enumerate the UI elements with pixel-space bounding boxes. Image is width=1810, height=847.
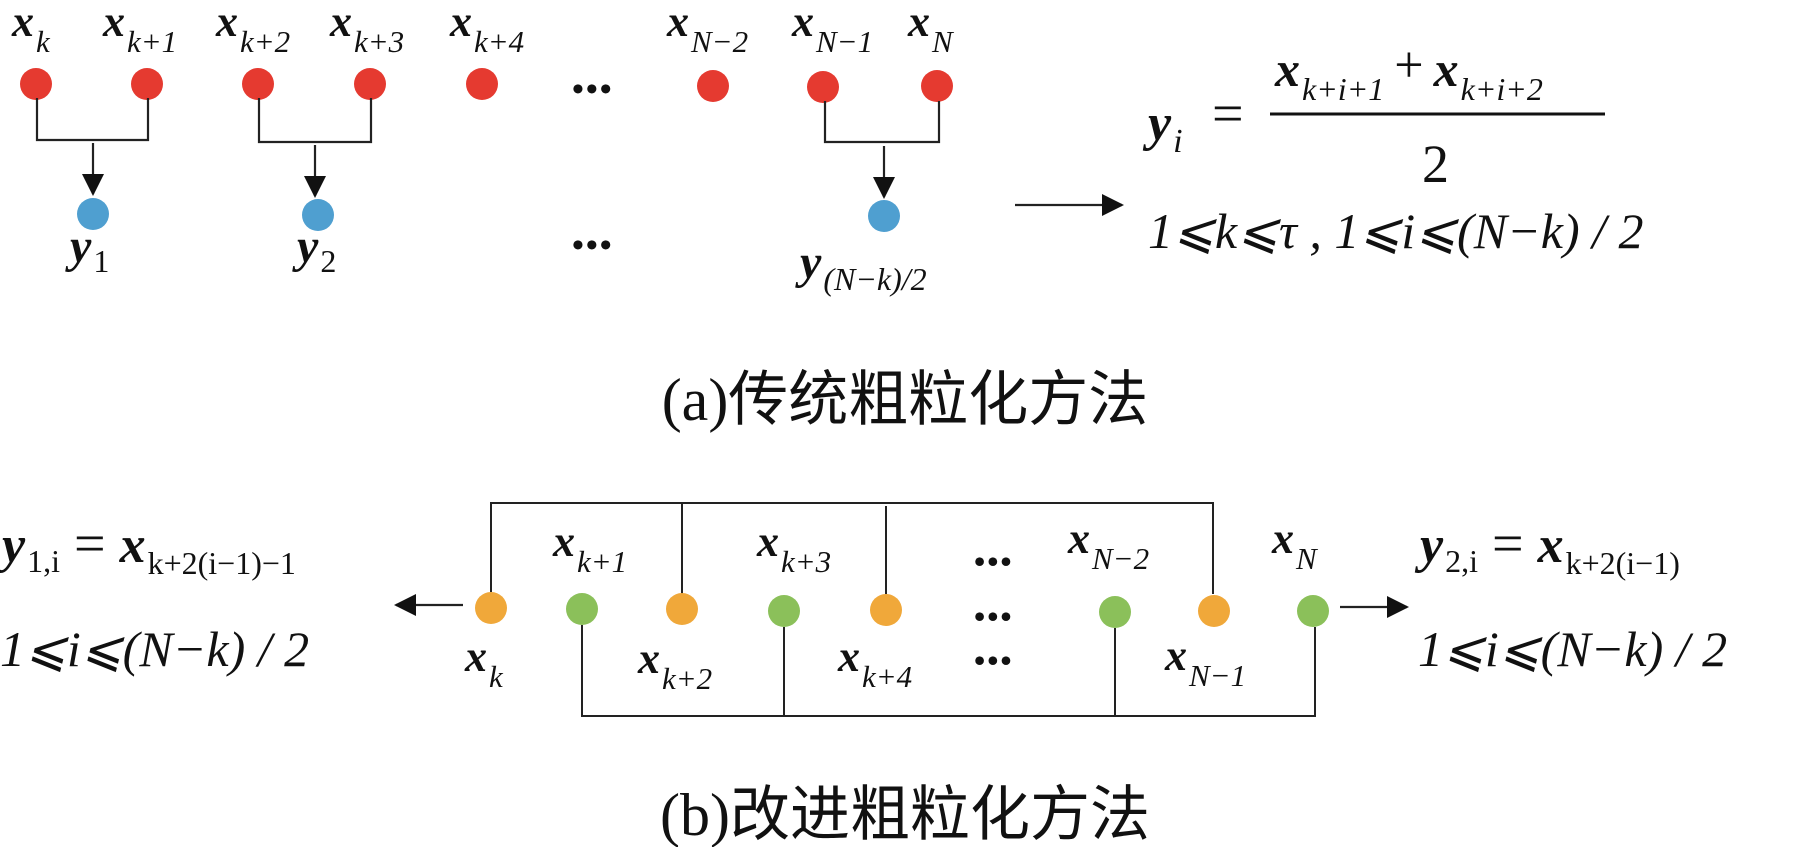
- formula-a: yi = xk+i+1+xk+i+2 2 1⩽k⩽τ , 1⩽i⩽(N−k) /…: [1142, 37, 1644, 259]
- label-x-n2: xN−2: [666, 0, 748, 59]
- node-x-k3: [354, 68, 386, 100]
- node-x-k: [20, 68, 52, 100]
- label-b-x-k3: xk+3: [756, 517, 831, 579]
- label-b-x-n2: xN−2: [1067, 514, 1149, 576]
- ellipsis-top: •••: [572, 71, 614, 108]
- label-b-x-n: xN: [1271, 514, 1319, 576]
- panel-a: xk xk+1 xk+2 xk+3 xk+4 xN−2 xN−1 xN: [11, 0, 1644, 433]
- label-x-n: xN: [907, 0, 955, 59]
- node-x-n2: [697, 70, 729, 102]
- ellipsis-b-1: •••: [974, 543, 1014, 579]
- panel-a-connectors: [35, 98, 941, 199]
- node-b-x-k4: [870, 594, 902, 626]
- panel-b: ••• ••• ••• xk+1 xk+3 xN−2 xN xk xk+2 xk…: [0, 502, 1727, 847]
- formula-b-right: y2,i=xk+2(i−1) 1⩽i⩽(N−k) / 2: [1414, 513, 1727, 677]
- label-b-x-k2: xk+2: [637, 634, 712, 696]
- formula-a-equals: =: [1212, 83, 1244, 145]
- node-b-x-n: [1297, 595, 1329, 627]
- node-b-x-k1: [566, 593, 598, 625]
- formula-b-right-constraint: 1⩽i⩽(N−k) / 2: [1418, 621, 1727, 677]
- node-b-x-k3: [768, 595, 800, 627]
- panel-b-nodes: [475, 592, 1329, 628]
- formula-b-left-equation: y1,i=xk+2(i−1)−1: [0, 513, 296, 581]
- node-y-2: [302, 199, 334, 231]
- caption-b: (b)改进粗粒化方法: [660, 782, 1150, 847]
- formula-b-left-constraint: 1⩽i⩽(N−k) / 2: [0, 621, 309, 677]
- node-y-1: [77, 198, 109, 230]
- panel-b-connectors: [490, 502, 1316, 717]
- bracket-group-2: [257, 98, 373, 144]
- node-x-n1: [807, 71, 839, 103]
- label-x-k4: xk+4: [449, 0, 524, 59]
- node-x-k4: [466, 68, 498, 100]
- panel-a-top-labels: xk xk+1 xk+2 xk+3 xk+4 xN−2 xN−1 xN: [11, 0, 955, 59]
- caption-a: (a)传统粗粒化方法: [662, 367, 1149, 433]
- label-b-x-k: xk: [464, 632, 504, 694]
- bracket-group-1: [35, 98, 150, 142]
- formula-a-lhs: yi: [1142, 95, 1183, 160]
- panel-a-coarse-nodes: [77, 198, 900, 232]
- panel-a-original-nodes: [20, 68, 953, 103]
- node-b-x-k2: [666, 593, 698, 625]
- formula-b-right-equation: y2,i=xk+2(i−1): [1414, 513, 1680, 581]
- node-x-k2: [242, 68, 274, 100]
- label-b-x-n1: xN−1: [1164, 631, 1246, 693]
- node-b-x-k: [475, 592, 507, 624]
- label-y-1: y1: [65, 220, 109, 279]
- node-y-last: [868, 200, 900, 232]
- ellipsis-b-3: •••: [974, 642, 1014, 678]
- node-b-x-n1: [1198, 595, 1230, 627]
- label-b-x-k4: xk+4: [837, 632, 912, 694]
- even-bus-bottom: [581, 625, 1316, 717]
- label-x-k2: xk+2: [215, 0, 290, 59]
- label-b-x-k1: xk+1: [552, 517, 627, 579]
- label-x-k: xk: [11, 0, 51, 59]
- ellipsis-bottom: •••: [572, 227, 614, 264]
- formula-a-denominator: 2: [1422, 134, 1449, 194]
- formula-a-constraint: 1⩽k⩽τ , 1⩽i⩽(N−k) / 2: [1148, 203, 1644, 259]
- formula-b-left: y1,i=xk+2(i−1)−1 1⩽i⩽(N−k) / 2: [0, 513, 309, 677]
- bracket-group-last: [823, 101, 941, 144]
- odd-bus-top: [490, 502, 1214, 594]
- label-y-2: y2: [292, 220, 336, 279]
- label-x-k3: xk+3: [329, 0, 404, 59]
- formula-a-numerator: xk+i+1+xk+i+2: [1274, 37, 1543, 107]
- node-x-n: [921, 70, 953, 102]
- ellipsis-b-2: •••: [974, 598, 1014, 634]
- label-y-last: y(N−k)/2: [795, 236, 927, 297]
- node-x-k1: [131, 68, 163, 100]
- label-x-n1: xN−1: [791, 0, 873, 59]
- node-b-x-n2: [1099, 596, 1131, 628]
- label-x-k1: xk+1: [102, 0, 177, 59]
